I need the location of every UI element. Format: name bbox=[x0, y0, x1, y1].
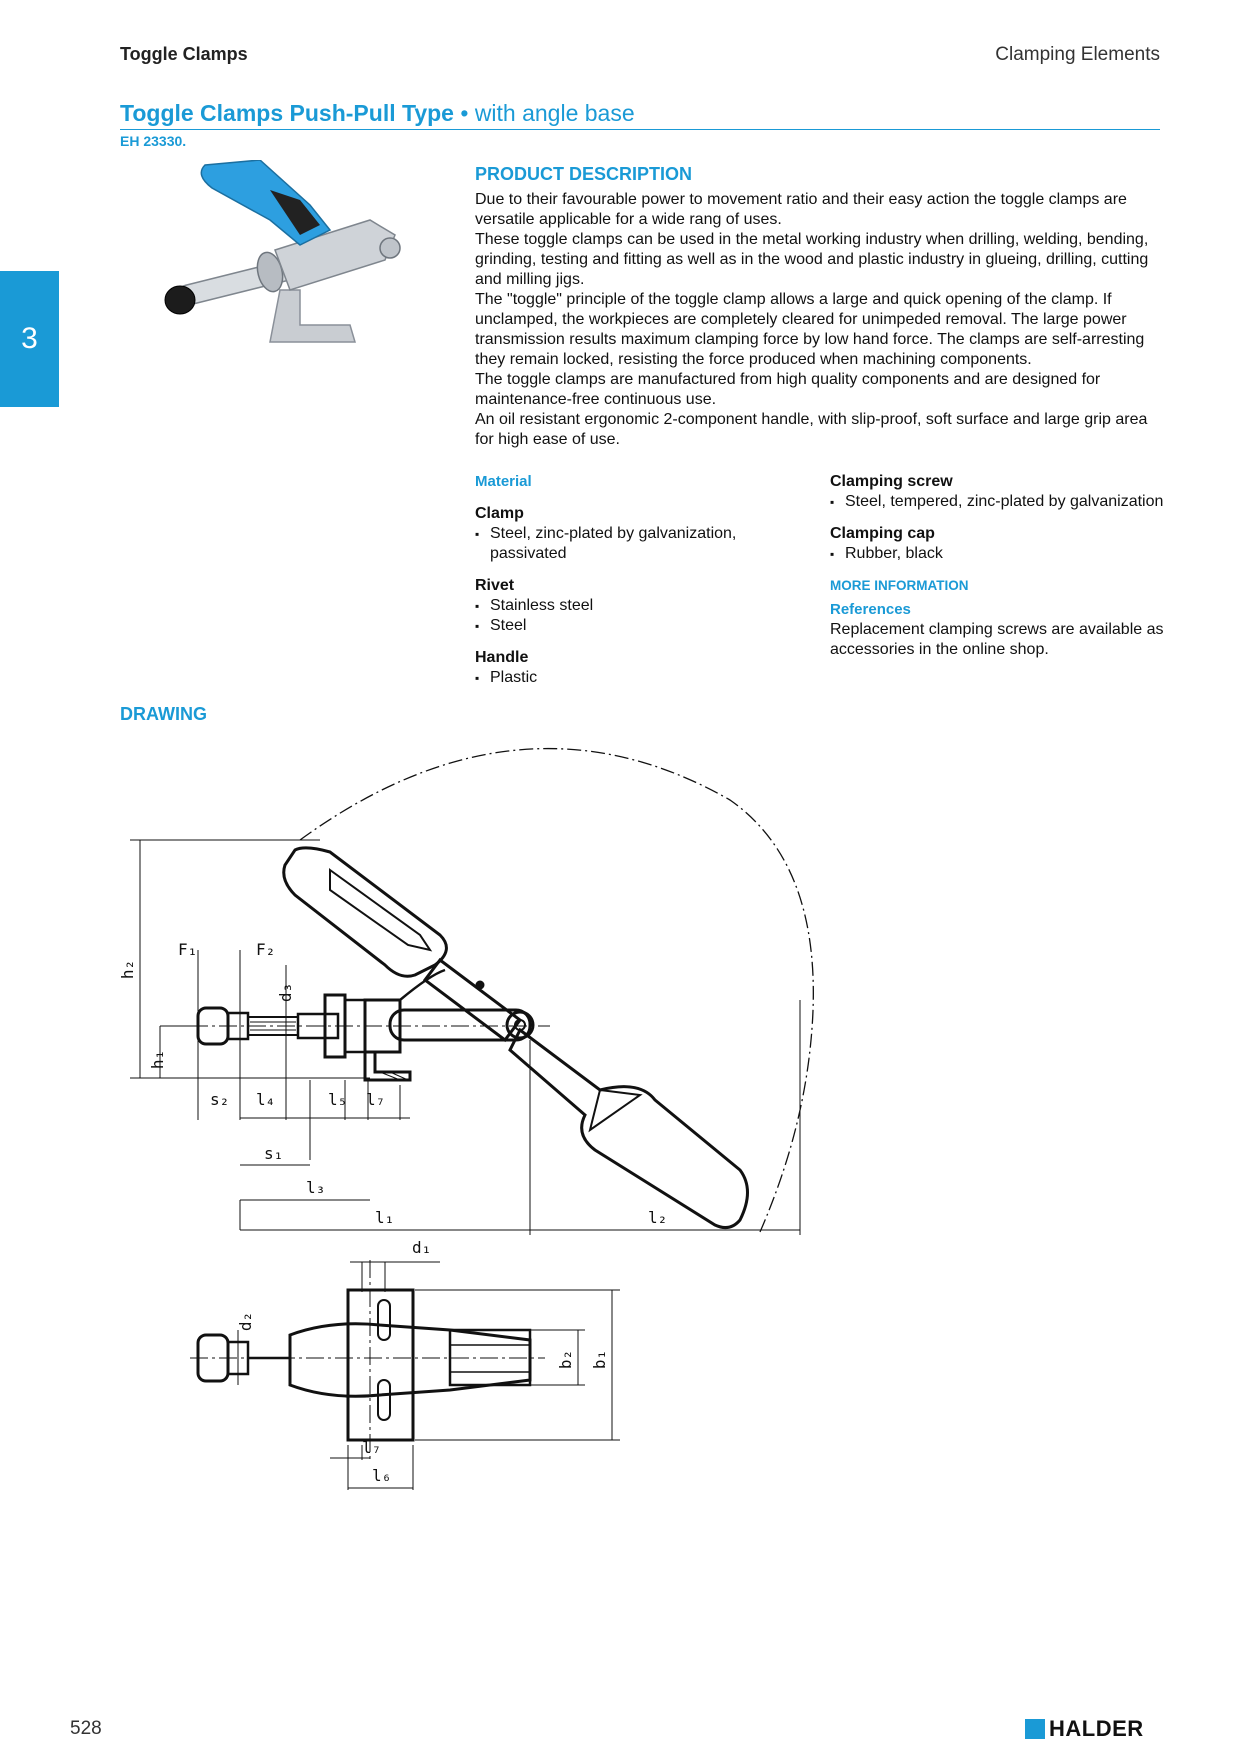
chapter-tab[interactable]: 3 bbox=[0, 271, 59, 407]
dim-F2: F₂ bbox=[256, 940, 276, 959]
dim-h1: h₁ bbox=[148, 1049, 168, 1070]
pivot bbox=[379, 237, 401, 259]
material-column: Material Clamp Steel, zinc-plated by gal… bbox=[475, 472, 795, 688]
dim-l1: l₁ bbox=[375, 1208, 395, 1227]
brand-logo: HALDER bbox=[1025, 1716, 1144, 1742]
clamping-screw-label: Clamping screw bbox=[830, 473, 953, 490]
desc-paragraph: An oil resistant ergonomic 2-component h… bbox=[475, 411, 1148, 448]
dim-F1: F₁ bbox=[178, 940, 198, 959]
slot-bottom bbox=[377, 1379, 391, 1421]
base-plate-top bbox=[346, 1288, 415, 1442]
dim-l5: l₅ bbox=[328, 1090, 348, 1109]
top-dimensions bbox=[237, 1261, 620, 1490]
lower-handle bbox=[508, 1027, 749, 1230]
page-title: Toggle Clamps Push-Pull Type • with angl… bbox=[120, 100, 635, 127]
halder-logo-icon bbox=[1025, 1719, 1045, 1739]
title-bullet: • bbox=[460, 100, 469, 126]
dim-l7-top: l₇ bbox=[362, 1438, 382, 1457]
header-category: Clamping Elements bbox=[995, 44, 1160, 65]
brand-name: HALDER bbox=[1049, 1716, 1144, 1741]
chapter-tab-number: 3 bbox=[21, 322, 38, 355]
hatch-line bbox=[379, 1071, 401, 1081]
references-label: References bbox=[830, 601, 911, 618]
dim-l3: l₃ bbox=[306, 1178, 326, 1197]
handle-list: Plastic bbox=[475, 668, 795, 688]
angle-base bbox=[269, 289, 357, 343]
dim-d3: d₃ bbox=[276, 982, 296, 1003]
desc-paragraph: The "toggle" principle of the toggle cla… bbox=[475, 291, 1145, 368]
dim-b1: b₁ bbox=[590, 1349, 610, 1370]
title-sub: with angle base bbox=[474, 100, 635, 126]
handle-grip bbox=[270, 190, 320, 235]
drawing-heading: DRAWING bbox=[120, 704, 207, 724]
clamping-cap-label: Clamping cap bbox=[830, 525, 935, 542]
handle-label: Handle bbox=[475, 649, 529, 666]
rubber-cap bbox=[164, 285, 196, 315]
swing-arc bbox=[299, 747, 814, 1233]
side-dimensions bbox=[130, 839, 801, 1235]
clamping-cap-list: Rubber, black bbox=[830, 544, 1165, 564]
dim-h2: h₂ bbox=[118, 959, 138, 980]
product-description-heading: PRODUCT DESCRIPTION bbox=[475, 164, 693, 184]
page-number: 528 bbox=[70, 1718, 102, 1739]
rivet-dot bbox=[475, 980, 485, 990]
desc-paragraph: The toggle clamps are manufactured from … bbox=[475, 371, 1101, 408]
product-photo bbox=[164, 160, 401, 343]
more-information-heading: MORE INFORMATION bbox=[830, 578, 969, 593]
open-handle bbox=[282, 846, 448, 978]
desc-paragraph: Due to their favourable power to movemen… bbox=[475, 191, 1127, 228]
dim-s1: s₁ bbox=[264, 1144, 284, 1163]
dim-l2: l₂ bbox=[648, 1208, 668, 1227]
list-item: Steel, zinc-plated by galvanization, pas… bbox=[475, 524, 795, 564]
hatch-line bbox=[389, 1071, 409, 1081]
pivot-pin-inner bbox=[514, 1019, 526, 1031]
rivet-list: Stainless steel Steel bbox=[475, 596, 795, 636]
slot-top bbox=[377, 1299, 391, 1341]
clamping-screw-list: Steel, tempered, zinc-plated by galvaniz… bbox=[830, 492, 1165, 512]
header-section: Toggle Clamps bbox=[120, 44, 248, 64]
right-column: Clamping screw Steel, tempered, zinc-pla… bbox=[830, 472, 1165, 660]
clamp-label: Clamp bbox=[475, 505, 524, 522]
product-code: EH 23330. bbox=[120, 133, 187, 149]
product-description: Due to their favourable power to movemen… bbox=[475, 190, 1163, 450]
list-item: Rubber, black bbox=[830, 544, 1165, 564]
title-rule bbox=[120, 129, 1160, 130]
rivet-label: Rivet bbox=[475, 577, 515, 594]
list-item: Steel bbox=[475, 616, 795, 636]
dim-l4: l₄ bbox=[256, 1090, 276, 1109]
dim-l7: l₇ bbox=[366, 1090, 386, 1109]
list-item: Plastic bbox=[475, 668, 795, 688]
material-heading: Material bbox=[475, 473, 532, 490]
clamp-list: Steel, zinc-plated by galvanization, pas… bbox=[475, 524, 795, 564]
pivot-pin bbox=[505, 1010, 535, 1040]
push-rod bbox=[388, 1008, 532, 1042]
link-arc bbox=[399, 968, 446, 1001]
list-item: Stainless steel bbox=[475, 596, 795, 616]
list-item: Steel, tempered, zinc-plated by galvaniz… bbox=[830, 492, 1165, 512]
dim-d1: d₁ bbox=[412, 1238, 432, 1257]
clevis-top bbox=[448, 1328, 532, 1387]
title-main: Toggle Clamps Push-Pull Type bbox=[120, 100, 454, 126]
dim-s2: s₂ bbox=[210, 1090, 230, 1109]
open-handle-grip bbox=[329, 868, 433, 952]
dim-l6: l₆ bbox=[372, 1466, 392, 1485]
desc-paragraph: These toggle clamps can be used in the m… bbox=[475, 231, 1149, 288]
dim-d2: d₂ bbox=[236, 1311, 256, 1332]
references-text: Replacement clamping screws are availabl… bbox=[830, 621, 1164, 658]
dim-b2: b₂ bbox=[556, 1349, 576, 1370]
angle-base-side bbox=[363, 1052, 412, 1082]
lower-handle-grip bbox=[588, 1088, 643, 1133]
